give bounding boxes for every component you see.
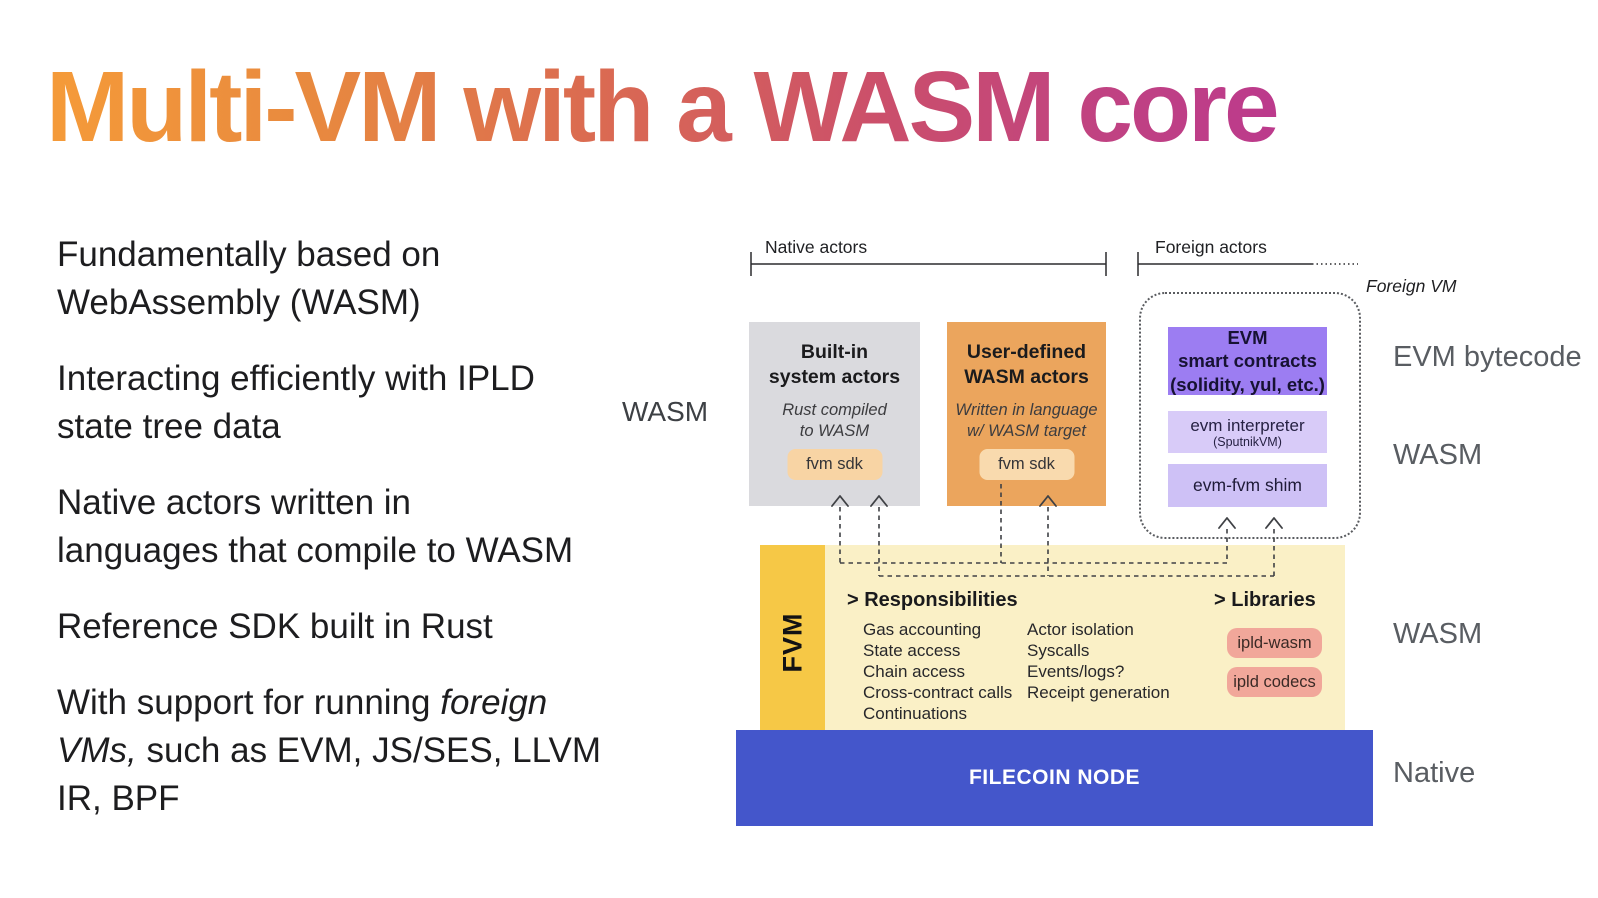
ipld-codecs-chip: ipld codecs	[1227, 667, 1322, 697]
evm-title-line3: (solidity, yul, etc.)	[1170, 373, 1325, 395]
evm-title-line2: smart contracts	[1178, 350, 1317, 372]
responsibilities-column-1: Gas accounting State access Chain access…	[863, 619, 1012, 724]
list-item: Chain access	[863, 662, 966, 681]
libraries-header: > Libraries	[1214, 589, 1316, 611]
filecoin-node-bar: FILECOIN NODE	[736, 730, 1373, 826]
fvm-box: FVM > Responsibilities > Libraries Gas a…	[760, 545, 1345, 740]
builtin-subtitle-line2: to WASM	[799, 421, 870, 440]
evm-fvm-shim-box: evm-fvm shim	[1168, 464, 1327, 507]
bullet-interacting: Interacting efficiently with IPLD state …	[57, 355, 697, 451]
evm-interpreter-box: evm interpreter (SputnikVM)	[1168, 411, 1327, 453]
native-actors-bracket-label: Native actors	[765, 237, 868, 257]
list-item: Gas accounting	[863, 620, 982, 639]
bullet-line: Native actors written in	[57, 483, 412, 522]
evm-interpreter-label: evm interpreter	[1190, 415, 1305, 435]
user-defined-wasm-actors-box: User-defined WASM actors Written in lang…	[947, 322, 1106, 506]
bullet-native-actors: Native actors written in languages that …	[57, 479, 697, 575]
builtin-box-title: Built-in system actors	[749, 340, 920, 390]
list-item: Syscalls	[1027, 641, 1090, 660]
bullet-reference-sdk: Reference SDK built in Rust	[57, 603, 697, 651]
foreign-vm-label: Foreign VM	[1366, 276, 1457, 296]
layer-label-wasm-2: WASM	[1393, 618, 1483, 650]
responsibilities-column-2: Actor isolation Syscalls Events/logs? Re…	[1027, 619, 1170, 703]
bullet-line: VMs, such as EVM, JS/SES, LLVM	[57, 731, 601, 770]
builtin-system-actors-box: Built-in system actors Rust compiled to …	[749, 322, 920, 506]
layer-label-native: Native	[1393, 757, 1476, 789]
filecoin-node-label: FILECOIN NODE	[968, 766, 1140, 789]
ipld-wasm-chip: ipld-wasm	[1227, 628, 1322, 658]
evm-fvm-shim-label: evm-fvm shim	[1193, 475, 1302, 495]
bullet-line: languages that compile to WASM	[57, 531, 574, 570]
list-item: Events/logs?	[1027, 662, 1125, 681]
builtin-subtitle-line1: Rust compiled	[782, 401, 887, 419]
bullet-fundamentally: Fundamentally based on WebAssembly (WASM…	[57, 231, 697, 327]
builtin-box-subtitle: Rust compiled to WASM	[749, 400, 920, 441]
bullet-line: Interacting efficiently with IPLD	[57, 359, 535, 398]
builtin-title-line2: system actors	[768, 366, 901, 388]
evm-smart-contracts-box: EVM smart contracts (solidity, yul, etc.…	[1168, 327, 1327, 395]
sputnikvm-label: (SputnikVM)	[1213, 434, 1282, 449]
bullet-foreign-vms: With support for running foreign VMs, su…	[57, 679, 697, 823]
foreign-actors-bracket-label: Foreign actors	[1155, 237, 1267, 257]
list-item: Cross-contract calls	[863, 683, 1013, 702]
list-item: Actor isolation	[1027, 620, 1134, 639]
fvm-tab-label: FVM	[777, 612, 807, 673]
responsibilities-header: > Responsibilities	[847, 589, 1018, 611]
wasm-layer-label-left: WASM	[622, 396, 709, 427]
layer-label-evm-bytecode: EVM bytecode	[1393, 341, 1582, 373]
userdefined-subtitle-line1: Written in language	[955, 401, 1098, 419]
list-item: State access	[863, 641, 961, 660]
foreign-vm-dashed-box	[1139, 292, 1361, 539]
userdefined-subtitle-line2: w/ WASM target	[967, 421, 1086, 440]
layer-label-wasm-1: WASM	[1393, 439, 1483, 471]
bullet-line: state tree data	[57, 407, 281, 446]
list-item: Receipt generation	[1027, 683, 1170, 702]
slide-title: Multi-VM with a WASM core	[46, 51, 1280, 163]
fvm-tab: FVM	[760, 545, 825, 740]
bullet-line: With support for running foreign	[57, 683, 548, 722]
bullet-line: WebAssembly (WASM)	[57, 283, 421, 322]
userdefined-box-subtitle: Written in language w/ WASM target	[947, 400, 1106, 441]
list-item: Continuations	[863, 704, 967, 723]
userdefined-title-line2: WASM actors	[964, 366, 1089, 388]
evm-title-line1: EVM	[1227, 326, 1268, 348]
bullet-line: IR, BPF	[57, 779, 180, 818]
bullet-list: Fundamentally based on WebAssembly (WASM…	[57, 231, 697, 851]
userdefined-title-line1: User-defined	[966, 341, 1087, 363]
builtin-title-line1: Built-in	[800, 341, 869, 363]
fvm-sdk-chip: fvm sdk	[787, 449, 882, 480]
bullet-line: Reference SDK built in Rust	[57, 607, 493, 646]
fvm-sdk-chip: fvm sdk	[979, 449, 1074, 480]
userdefined-box-title: User-defined WASM actors	[947, 340, 1106, 390]
bullet-line: Fundamentally based on	[57, 235, 441, 274]
